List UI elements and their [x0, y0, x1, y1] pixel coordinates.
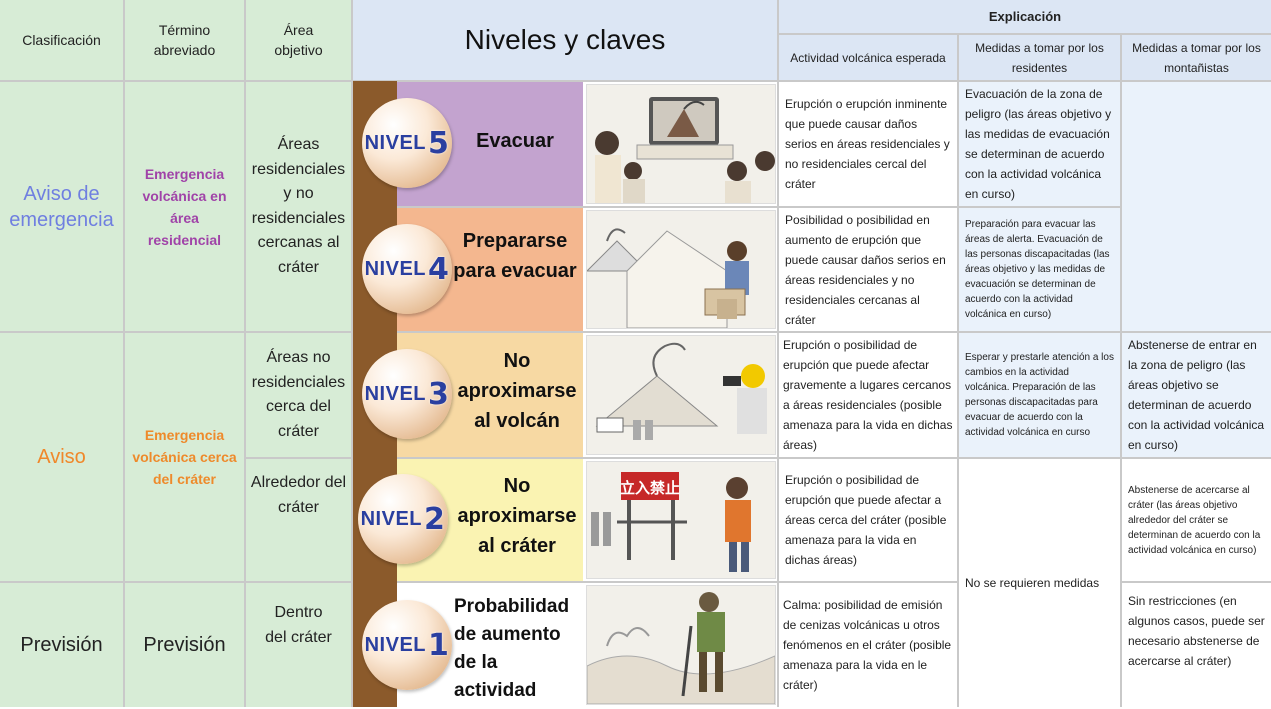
header-explicacion: Explicación: [779, 0, 1271, 33]
term-emergencia-residencial: Emergencia volcánica en área residencial: [125, 82, 244, 331]
term-prevision: Previsión: [125, 583, 244, 707]
level1-illustration: [586, 585, 776, 705]
header-clasificacion: Clasificación: [0, 0, 123, 80]
climbers-level2: Abstenerse de acercarse al cráter (las á…: [1122, 459, 1271, 581]
climbers-level5-4: [1122, 82, 1271, 331]
header-residentes: Medidas a tomar por los residentes: [959, 35, 1120, 80]
area-dentro-crater: Dentro del cráter: [246, 583, 351, 707]
residents-level4: Preparación para evacuar las áreas de al…: [959, 208, 1120, 331]
header-area: Área objetivo: [246, 0, 351, 80]
level1-action: Probabilidad de aumento de la actividad: [454, 596, 570, 701]
activity-level1: Calma: posibilidad de emisión de cenizas…: [779, 583, 957, 707]
classification-prevision: Previsión: [0, 583, 123, 707]
term-emergencia-crater: Emergencia volcánica cerca del cráter: [125, 333, 244, 581]
person-with-binoculars-icon: [595, 342, 767, 440]
svg-text:立入禁止: 立入禁止: [620, 479, 680, 497]
person-packing-icon: [585, 228, 749, 329]
area-alrededor-crater: Alrededor del cráter: [246, 459, 351, 581]
no-entry-sign-icon: 立入禁止: [591, 472, 751, 572]
classification-aviso-emergencia: Aviso de emergencia: [0, 82, 123, 331]
activity-level2: Erupción o posibilidad de erupción que p…: [779, 459, 957, 581]
level3-illustration: [586, 335, 776, 455]
header-niveles: Niveles y claves: [353, 0, 777, 80]
residents-level2-1: No se requieren medidas: [959, 459, 1120, 707]
header-actividad: Actividad volcánica esperada: [779, 35, 957, 80]
area-no-residenciales: Áreas no residenciales cerca del cráter: [246, 333, 351, 457]
activity-level3: Erupción o posibilidad de erupción que p…: [779, 333, 957, 457]
classification-aviso: Aviso: [0, 333, 123, 581]
header-montanistas: Medidas a tomar por los montañistas: [1122, 35, 1271, 80]
climbers-level3: Abstenerse de entrar en la zona de pelig…: [1122, 333, 1271, 457]
level2-action: No aproximarse al cráter: [457, 475, 577, 557]
climbers-level1: Sin restricciones (en algunos casos, pue…: [1122, 583, 1271, 707]
activity-level5: Erupción o erupción inminente que puede …: [779, 82, 957, 206]
area-residenciales: Áreas residenciales y no residenciales c…: [246, 82, 351, 331]
level4-illustration: [585, 210, 776, 329]
family-watching-tv-icon: [595, 97, 775, 203]
activity-level4: Posibilidad o posibilidad en aumento de …: [779, 208, 957, 331]
residents-level5: Evacuación de la zona de peligro (las ár…: [959, 82, 1120, 206]
level3-action: No aproximarse al volcán: [457, 350, 577, 432]
level5-action: Evacuar: [476, 130, 554, 152]
level5-illustration: [586, 84, 776, 204]
header-termino: Término abreviado: [125, 0, 244, 80]
hiker-icon: [586, 592, 776, 705]
level2-illustration: 立入禁止: [586, 461, 776, 579]
level4-action: Prepararse para evacuar: [453, 230, 577, 282]
residents-level3: Esperar y prestarle atención a los cambi…: [959, 333, 1120, 457]
